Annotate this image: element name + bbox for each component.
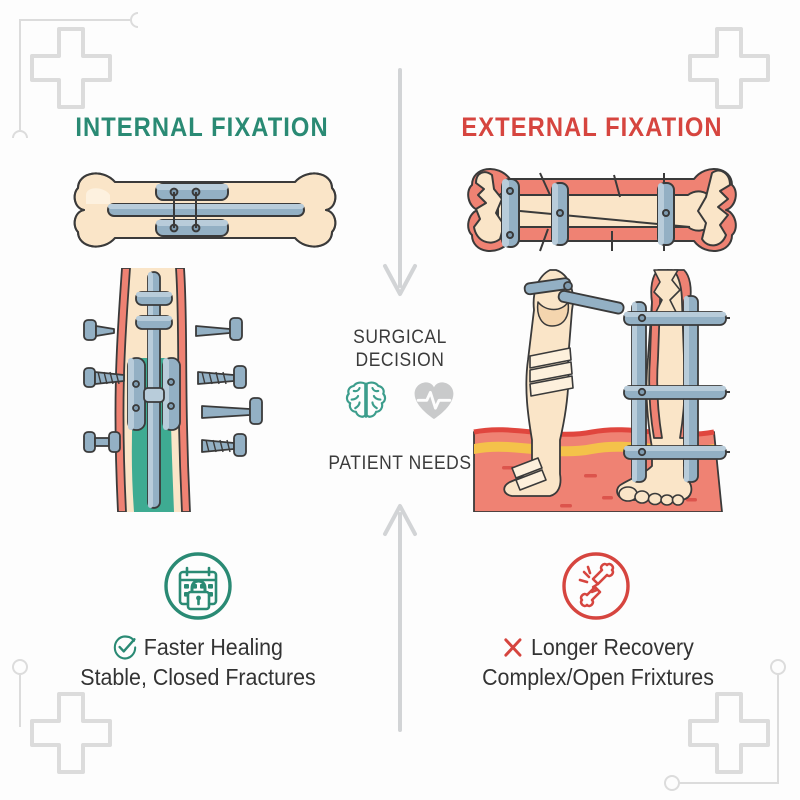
corner-accent-line-top-left bbox=[12, 12, 138, 138]
internal-result-line2: Stable, Closed Fractures bbox=[80, 664, 316, 691]
fractured-bone-with-external-pins-illustration bbox=[467, 167, 737, 253]
broken-bone-icon bbox=[562, 552, 630, 620]
corner-cross-bottom-right-icon bbox=[688, 692, 770, 774]
legs-with-external-fixator-illustration bbox=[473, 269, 730, 512]
external-fixation-title: EXTERNAL FIXATION bbox=[461, 112, 723, 142]
surgical-decision-line2: DECISION bbox=[355, 350, 445, 372]
external-result-line2: Complex/Open Frixtures bbox=[482, 664, 714, 691]
external-result-line1-row: Longer Recovery bbox=[431, 632, 766, 662]
internal-result-line1-row: Faster Healing bbox=[31, 632, 366, 662]
bone-with-intramedullary-nail-illustration bbox=[73, 172, 337, 248]
brain-icon bbox=[345, 381, 387, 418]
external-fixation-result: Longer Recovery Complex/Open Frixtures bbox=[431, 632, 766, 693]
surgical-decision-label: SURGICAL DECISION bbox=[326, 326, 473, 372]
arrow-down-icon bbox=[383, 68, 417, 296]
corner-cross-top-left-icon bbox=[30, 27, 112, 109]
internal-fixation-title: INTERNAL FIXATION bbox=[75, 112, 329, 142]
decision-icons-group bbox=[320, 378, 480, 424]
heart-pulse-icon bbox=[414, 382, 454, 419]
surgical-decision-line1: SURGICAL bbox=[353, 327, 447, 348]
corner-accent-line-bottom-left bbox=[12, 659, 28, 727]
patient-needs-label: PATIENT NEEDS bbox=[328, 453, 472, 474]
arrow-up-icon bbox=[383, 504, 417, 732]
corner-accent-line-bottom-right bbox=[664, 659, 786, 791]
internal-fixation-result: Faster Healing Stable, Closed Fractures bbox=[31, 632, 366, 693]
bone-cross-section-with-screws-illustration bbox=[83, 268, 263, 512]
cross-x-icon bbox=[504, 637, 522, 657]
external-result-line1: Longer Recovery bbox=[530, 634, 694, 660]
check-circle-icon bbox=[113, 635, 136, 660]
corner-cross-bottom-left-icon bbox=[30, 692, 112, 774]
corner-cross-top-right-icon bbox=[688, 27, 770, 109]
internal-result-line1: Faster Healing bbox=[143, 634, 283, 660]
calendar-lock-icon bbox=[164, 552, 232, 620]
